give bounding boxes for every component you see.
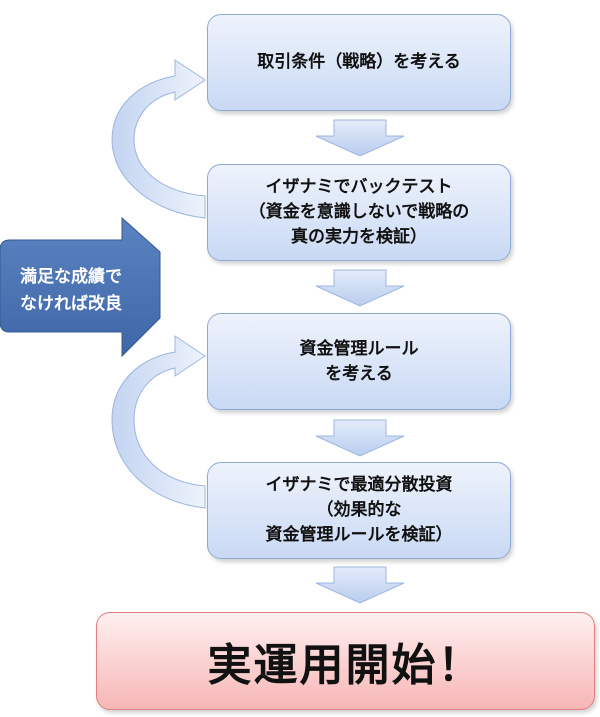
loop-arrow-lower (111, 335, 206, 509)
down-arrow-1 (315, 119, 405, 157)
step-box-1: 取引条件（戦略）を考える (207, 14, 511, 111)
step-1-line-1: 取引条件（戦略）を考える (257, 52, 461, 72)
down-arrow-4 (315, 566, 405, 604)
down-arrow-2 (315, 269, 405, 307)
down-arrow-3 (315, 419, 405, 457)
final-step-label: 実運用開始！ (207, 640, 484, 691)
step-2-line-3: 真の実力を検証） (291, 227, 427, 247)
step-box-4: イザナミで最適分散投資 （効果的な 資金管理ルールを検証） (207, 462, 511, 559)
step-box-2: イザナミでバックテスト （資金を意識しないで戦略の 真の実力を検証） (207, 164, 511, 261)
final-step-box: 実運用開始！ (96, 612, 595, 710)
loop-arrow-upper (111, 59, 206, 219)
step-3-line-1: 資金管理ルール (299, 338, 419, 359)
callout-text: 満足な成績で なければ改良 (8, 256, 160, 326)
step-4-line-2: （効果的な (316, 500, 402, 520)
step-3-line-2: を考える (325, 363, 393, 384)
step-4-line-3: 資金管理ルールを検証） (265, 525, 453, 545)
step-4-line-1: イザナミで最適分散投資 (265, 475, 453, 495)
step-2-line-2: （資金を意識しないで戦略の (248, 202, 470, 222)
callout-line-2: なければ改良 (20, 294, 122, 314)
step-2-line-1: イザナミでバックテスト (265, 177, 453, 197)
callout-line-1: 満足な成績で (20, 267, 122, 287)
step-box-3: 資金管理ルール を考える (207, 313, 511, 410)
callout-shape (0, 216, 161, 358)
